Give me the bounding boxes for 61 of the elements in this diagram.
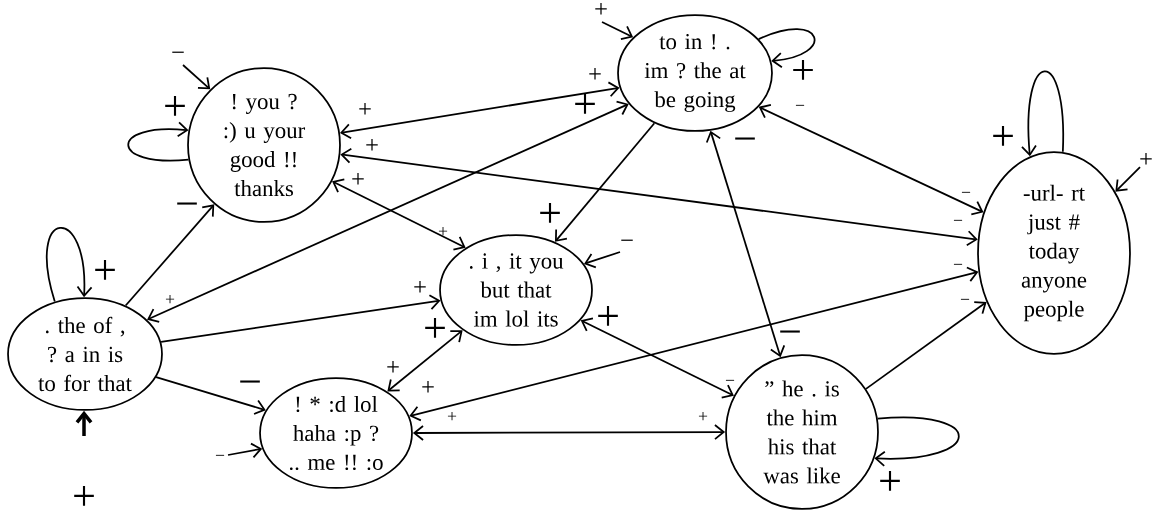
edge-label: − <box>961 191 971 193</box>
arrow <box>412 424 726 441</box>
edge-label: − <box>960 298 970 300</box>
edge-label: − <box>172 51 184 53</box>
sign-label: + <box>575 94 595 114</box>
arrow <box>182 64 211 90</box>
edge-label: + <box>359 103 371 115</box>
self-loop-arrow <box>127 121 190 162</box>
arrow <box>124 204 215 307</box>
edge-label: + <box>414 281 426 293</box>
sign-label: + <box>598 306 618 326</box>
edge-label: + <box>422 381 434 393</box>
sign-label: − <box>953 219 963 221</box>
arrow <box>147 100 629 323</box>
arrow <box>1115 166 1141 192</box>
edge-label: + <box>352 173 364 185</box>
self-loop-arrow <box>874 416 960 467</box>
self-loop-arrow <box>46 226 93 303</box>
arrow <box>601 21 634 40</box>
arrow <box>155 376 266 415</box>
edge-label: + <box>595 3 607 15</box>
edge-label: + <box>74 486 94 506</box>
sign-label: − <box>953 263 963 265</box>
edge-label: − <box>780 330 800 333</box>
arrow <box>705 130 786 358</box>
arrow <box>758 103 984 216</box>
edge-label: + <box>387 361 399 373</box>
arrow <box>865 301 987 390</box>
edge-label: + <box>993 126 1013 146</box>
edge-label: + <box>793 60 813 80</box>
edge-label: − <box>725 379 735 381</box>
arrow <box>340 147 978 247</box>
edge-label: − <box>240 380 260 383</box>
edge-label: − <box>215 454 225 456</box>
arrow <box>160 294 441 343</box>
arrow <box>409 266 979 422</box>
sign-label: − <box>795 104 805 106</box>
edge-label: + <box>165 295 175 304</box>
arrow <box>339 81 620 140</box>
edge-label: + <box>447 412 457 421</box>
arrow <box>580 317 734 399</box>
arrow <box>387 330 463 392</box>
edge-label: + <box>95 260 115 280</box>
sign-label: + <box>438 227 448 236</box>
arrow <box>332 178 466 251</box>
arrow <box>75 410 93 436</box>
edge-label: − <box>177 202 197 205</box>
sign-label: − <box>735 137 755 140</box>
arrow <box>583 251 621 269</box>
edge-label: − <box>621 239 633 241</box>
edge-label: + <box>880 471 900 491</box>
self-loop-arrow <box>757 28 816 69</box>
edge-label: + <box>540 203 560 223</box>
edge-label: + <box>1140 153 1152 165</box>
edge-label: + <box>165 96 185 116</box>
edge-label: + <box>366 139 378 151</box>
arrow <box>555 122 656 242</box>
sign-label: + <box>589 68 601 80</box>
self-loop-arrow <box>1021 70 1064 157</box>
sign-label: + <box>698 412 708 421</box>
arrow <box>227 442 263 459</box>
